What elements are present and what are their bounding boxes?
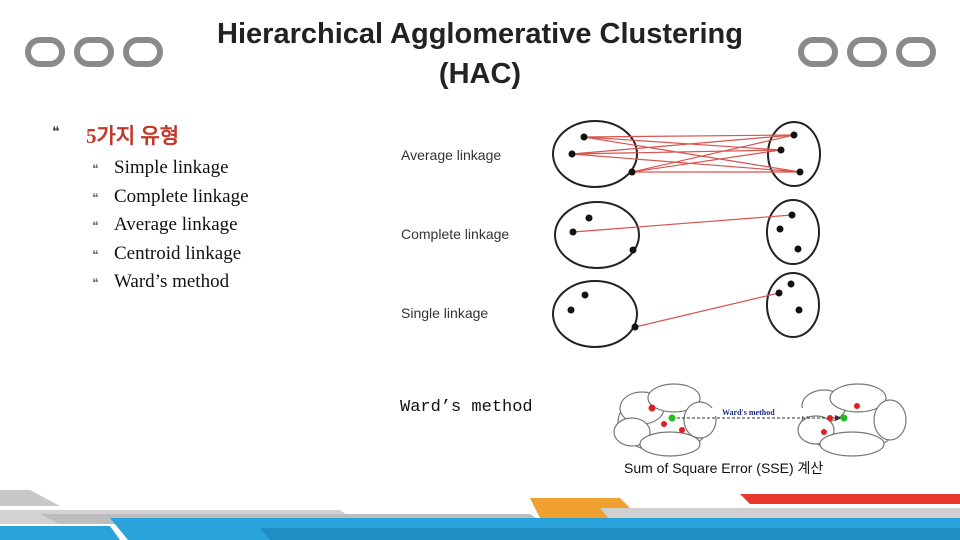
linkage-figure: Average linkage Complete linkage Single … — [395, 112, 855, 362]
footer-stripes — [0, 486, 960, 540]
single-link — [635, 293, 779, 327]
cluster-right-complete — [767, 200, 819, 264]
list-item: ❝Simple linkage — [92, 154, 249, 183]
sse-caption: Sum of Square Error (SSE) 계산 — [624, 458, 823, 478]
figure-label-average: Average linkage — [401, 147, 501, 163]
bullet-icon: ❝ — [92, 212, 98, 241]
average-links — [572, 135, 800, 172]
cloud-left-icon — [614, 384, 716, 456]
title-line-2: (HAC) — [200, 54, 760, 94]
rings-right-icon — [795, 34, 940, 70]
section-heading: ❝ 5가지 유형 — [52, 120, 249, 154]
ward-inner-label: Ward's method — [722, 408, 775, 417]
list-item: ❝Centroid linkage — [92, 240, 249, 269]
list-item: ❝Ward’s method — [92, 268, 249, 297]
rings-left-icon — [22, 34, 167, 70]
cluster-left-single — [553, 281, 637, 347]
cluster-left-complete — [555, 202, 639, 268]
bullet-list: ❝ 5가지 유형 ❝Simple linkage ❝Complete linka… — [52, 120, 249, 297]
list-item: ❝Average linkage — [92, 211, 249, 240]
linkage-type-list: ❝Simple linkage ❝Complete linkage ❝Avera… — [52, 154, 249, 297]
bullet-icon: ❝ — [92, 269, 98, 298]
section-heading-text: 5가지 유형 — [86, 124, 179, 148]
complete-link — [573, 215, 792, 232]
figure-label-single: Single linkage — [401, 305, 488, 321]
figure-label-complete: Complete linkage — [401, 226, 509, 242]
bullet-icon: ❝ — [92, 184, 98, 213]
list-item: ❝Complete linkage — [92, 183, 249, 212]
cloud-right-icon — [798, 384, 906, 456]
slide-title: Hierarchical Agglomerative Clustering (H… — [200, 14, 760, 94]
ward-method-label: Ward’s method — [400, 398, 533, 417]
ward-figure: Ward's method — [612, 380, 912, 460]
bullet-icon: ❝ — [92, 241, 98, 270]
bullet-icon: ❝ — [52, 124, 60, 141]
title-line-1: Hierarchical Agglomerative Clustering — [200, 14, 760, 54]
bullet-icon: ❝ — [92, 155, 98, 184]
